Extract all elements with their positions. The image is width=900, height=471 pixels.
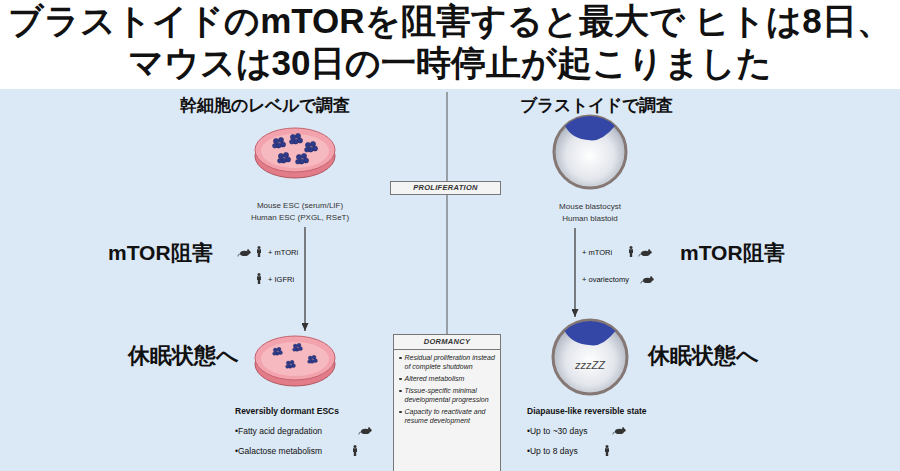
title: ブラストイドのmTORを阻害すると最大で ヒトは8日、マウスは30日の一時停止が… [0, 0, 900, 84]
node-text: Mouse ESC (serum/LIF) [225, 200, 375, 212]
embryo: zzzZZDiapause-like reversible state•Up t… [520, 320, 660, 461]
treatment-label: + mTORi [582, 248, 612, 258]
human-icon [257, 246, 261, 257]
bullet-text: Altered metabolism [405, 374, 465, 383]
cell-culture: Mouse ESC (serum/LIF)Human ESC (PXGL, RS… [225, 128, 375, 224]
treatment-label: + mTORi [268, 248, 298, 258]
human-icon [353, 445, 357, 456]
mouse-icon [613, 427, 626, 434]
dormant-blastocyst [553, 320, 627, 394]
embryo: Mouse blastocystHuman blastoid [520, 116, 660, 225]
state-box: DORMANCY Residual proliferation instead o… [393, 334, 501, 471]
section-heading: ブラストイドで調査 [520, 95, 673, 117]
bullet-text: Tissue-specific minimal developmental pr… [405, 386, 497, 404]
human-icon [257, 273, 261, 284]
node-text: Human ESC (PXGL, RSeT) [225, 212, 375, 224]
blastocyst [554, 116, 626, 188]
human-icon [629, 246, 633, 257]
section-heading: 幹細胞のレベルで調査 [180, 95, 350, 117]
bullet-dot [399, 411, 402, 414]
bullet-dot [399, 390, 402, 393]
treatment-label: + ovariectomy [582, 275, 629, 285]
title-band [0, 0, 900, 89]
state-box: PROLIFERATION [390, 181, 501, 195]
box-title: PROLIFERATION [391, 182, 500, 194]
bullet-dot [399, 357, 402, 360]
bullet-text: Residual proliferation instead of comple… [405, 353, 497, 371]
mouse-icon [238, 249, 251, 256]
mouse-icon [639, 249, 652, 256]
arrow-connector [574, 228, 575, 317]
treatment-heading: mTOR阻害 [680, 239, 785, 266]
bullet-text: Capacity to reactivate and resume develo… [405, 407, 497, 425]
treatment-label: + IGFRi [268, 275, 294, 285]
mouse-icon [359, 427, 372, 434]
state-heading: 休眠状態へ [648, 341, 759, 370]
node-text: Mouse blastocyst [520, 201, 660, 213]
node-text: Diapause-like reversible state [520, 401, 660, 421]
node-text: Human blastoid [520, 213, 660, 225]
petri-dish-dormant [255, 336, 335, 386]
bullet-dot [399, 378, 402, 381]
treatment-heading: mTOR阻害 [108, 239, 213, 266]
node-text: •Up to 8 days [520, 441, 660, 461]
background-panel [0, 89, 900, 471]
node-text: •Up to ~30 days [520, 421, 660, 441]
state-heading: 休眠状態へ [128, 341, 239, 370]
human-icon [605, 445, 609, 456]
box-title: DORMANCY [394, 335, 500, 350]
sleep-mark: zzzZZ [520, 358, 660, 372]
mouse-icon [641, 276, 654, 283]
arrow-connector [304, 227, 305, 331]
petri-dish-proliferating [255, 128, 335, 178]
